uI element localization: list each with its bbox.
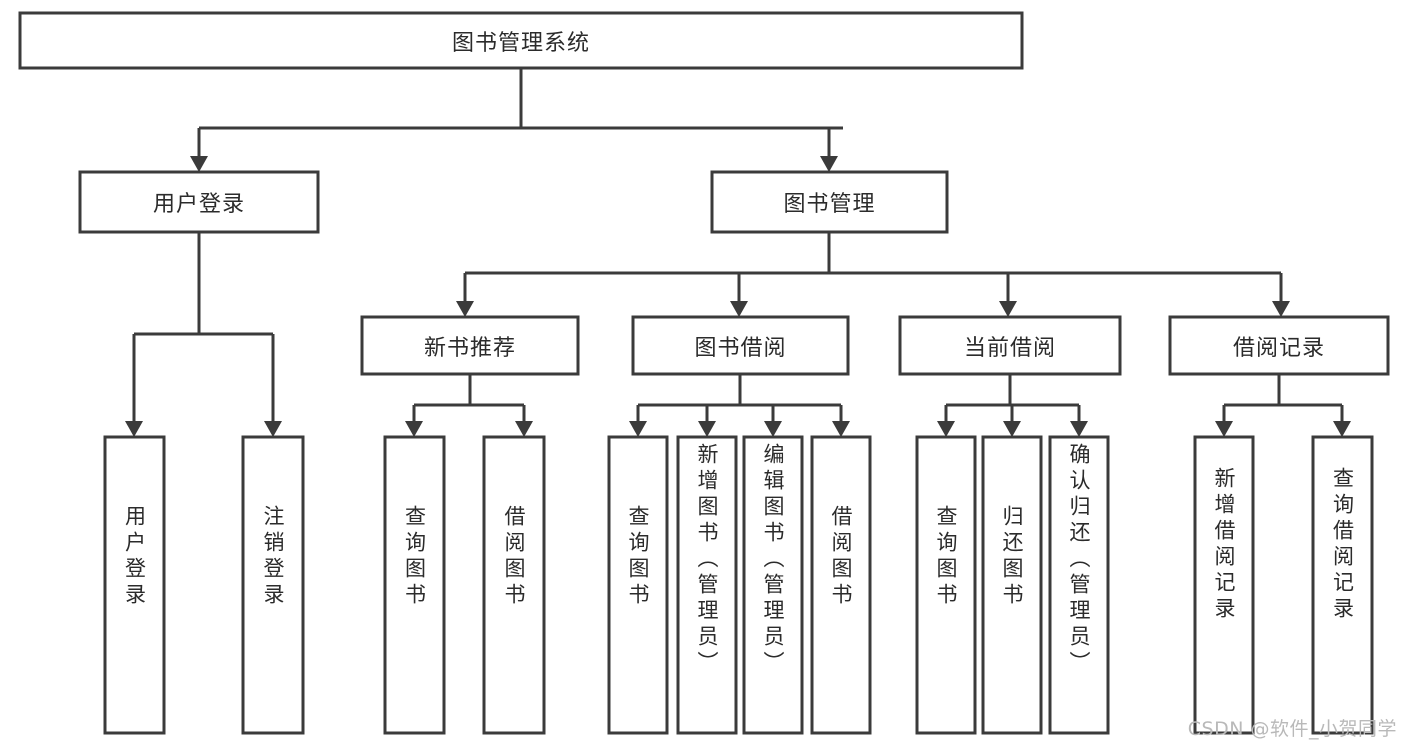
leaf-user-login-0[interactable] <box>103 435 166 735</box>
leaf-book-borrow-3[interactable] <box>810 435 872 735</box>
leaf-book-borrow-2[interactable] <box>742 435 804 735</box>
leaf-current-borrow-1[interactable] <box>981 435 1043 735</box>
connector-userlogin-to-leaves <box>125 232 282 437</box>
leaf-borrow-record-0[interactable] <box>1193 435 1255 735</box>
leaf-book-borrow-0[interactable] <box>607 435 669 735</box>
connector-borrowrecord-to-leaves <box>1215 374 1351 437</box>
leaf-current-borrow-2[interactable] <box>1048 435 1110 735</box>
node-new-book-recommend[interactable] <box>360 315 580 376</box>
connector-bookmgmt-to-level3 <box>456 232 1290 317</box>
connector-bookborrow-to-leaves <box>629 374 850 437</box>
node-borrow-record[interactable] <box>1168 315 1390 376</box>
leaf-user-login-1[interactable] <box>241 435 305 735</box>
node-current-borrow[interactable] <box>898 315 1122 376</box>
connector-root-to-level2 <box>190 68 843 172</box>
connector-newbook-to-leaves <box>405 374 533 437</box>
node-root-system[interactable] <box>18 11 1024 70</box>
leaf-new-book-0[interactable] <box>383 435 446 735</box>
node-book-management[interactable] <box>710 170 949 234</box>
leaf-current-borrow-0[interactable] <box>915 435 977 735</box>
node-user-login[interactable] <box>78 170 320 234</box>
leaf-book-borrow-1[interactable] <box>676 435 738 735</box>
leaf-new-book-1[interactable] <box>482 435 546 735</box>
leaf-borrow-record-1[interactable] <box>1311 435 1374 735</box>
connector-currentborrow-to-leaves <box>937 374 1088 437</box>
node-book-borrow[interactable] <box>631 315 850 376</box>
